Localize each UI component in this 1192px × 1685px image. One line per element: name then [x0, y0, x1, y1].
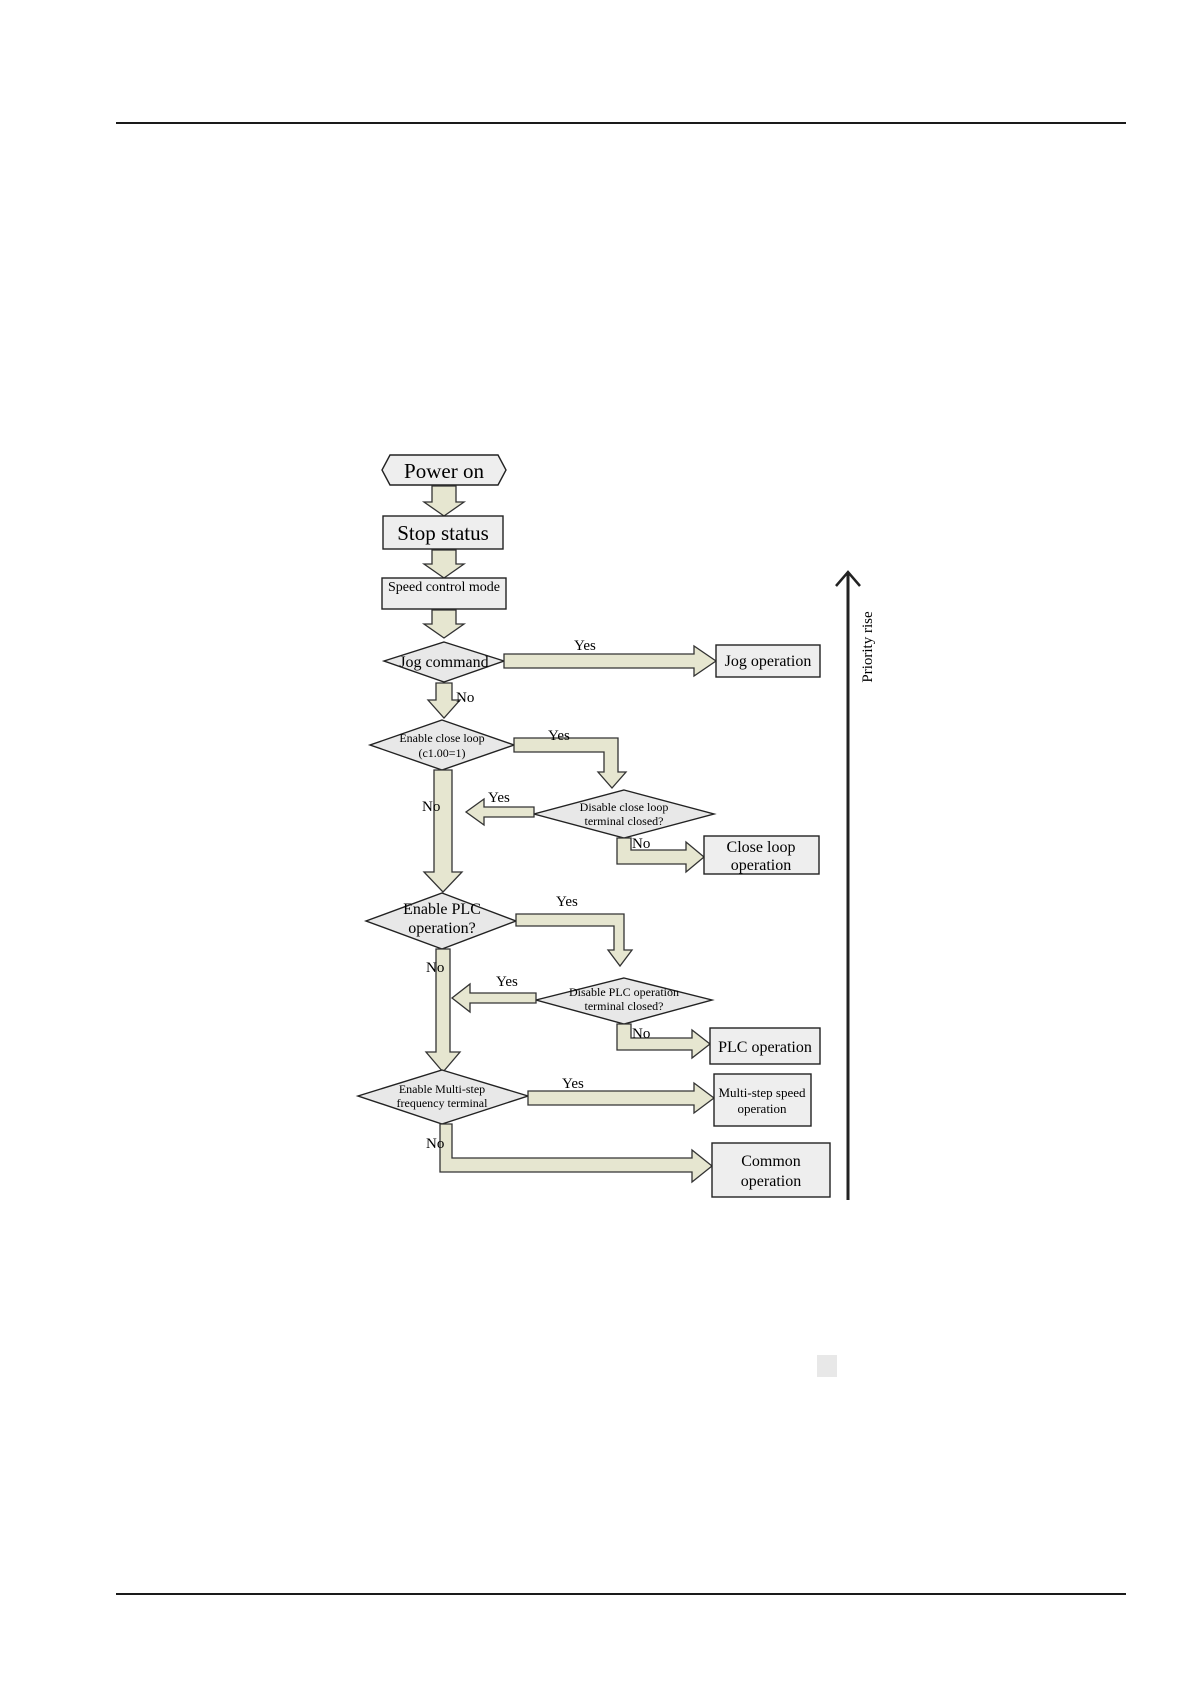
- no-arrow-close-loop: [422, 769, 464, 893]
- plc-q1: Enable PLC: [403, 901, 481, 918]
- common-op1: Common: [741, 1153, 801, 1170]
- stop-status-node: [382, 515, 504, 550]
- power-on-node: [381, 454, 507, 486]
- disable-close-loop-q2: terminal closed?: [585, 814, 664, 828]
- yes-arrow-disable-close-loop: [464, 797, 535, 827]
- common-operation-node: [711, 1142, 831, 1198]
- plc-operation-label: PLC operation: [718, 1039, 812, 1056]
- flow-arrow: [421, 549, 467, 579]
- plc-operation-node: [709, 1027, 821, 1065]
- speed-control-node: [381, 577, 507, 610]
- speed-control-label: Speed control mode: [388, 580, 500, 595]
- yes-label-disable-plc: Yes: [496, 974, 518, 990]
- yes-arrow-close-loop: [513, 737, 628, 789]
- no-label-multistep: No: [426, 1136, 444, 1152]
- jog-operation-label: Jog operation: [725, 653, 812, 670]
- close-loop-operation-node: [703, 835, 820, 875]
- no-arrow-plc: [424, 948, 462, 1074]
- disable-close-loop-q1: Disable close loop: [580, 800, 669, 814]
- common-op2: operation: [741, 1173, 801, 1190]
- yes-label-plc: Yes: [556, 894, 578, 910]
- multistep-q1: Enable Multi-step: [399, 1082, 485, 1096]
- close-loop-q2: (c1.00=1): [418, 746, 465, 760]
- yes-label-close-loop: Yes: [548, 728, 570, 744]
- close-loop-q1: Enable close loop: [399, 731, 484, 745]
- no-arrow-disable-close-loop: [616, 837, 706, 874]
- no-arrow-jog: [426, 682, 462, 719]
- close-loop-decision: [367, 719, 517, 771]
- jog-operation-node: [715, 644, 821, 678]
- disable-plc-q1: Disable PLC operation: [569, 985, 679, 999]
- yes-arrow-plc: [515, 913, 634, 968]
- plc-q2: operation?: [408, 920, 476, 937]
- footer-rule: [116, 1593, 1126, 1595]
- no-label-jog: No: [456, 690, 474, 706]
- stop-status-label: Stop status: [397, 521, 489, 545]
- yes-label-disable-close-loop: Yes: [488, 790, 510, 806]
- close-loop-op2: operation: [731, 857, 791, 874]
- page-marker: [817, 1355, 837, 1377]
- close-loop-op1: Close loop: [727, 839, 796, 856]
- no-label-plc: No: [426, 960, 444, 976]
- multistep-op2: operation: [737, 1101, 787, 1116]
- yes-label-multistep: Yes: [562, 1076, 584, 1092]
- multistep-operation-node: [713, 1073, 812, 1127]
- yes-arrow-multistep: [527, 1081, 716, 1115]
- yes-arrow-jog: [503, 644, 718, 678]
- no-arrow-multistep: [439, 1123, 714, 1184]
- priority-arrowhead: [835, 570, 861, 587]
- multistep-op1: Multi-step speed: [718, 1085, 806, 1100]
- priority-label: Priority rise: [860, 611, 876, 683]
- flow-arrow: [421, 485, 467, 517]
- no-arrow-disable-plc: [616, 1023, 712, 1060]
- multistep-q2: frequency terminal: [397, 1096, 489, 1110]
- no-label-disable-close-loop: No: [632, 836, 650, 852]
- header-rule: [116, 122, 1126, 124]
- yes-arrow-disable-plc: [450, 982, 537, 1014]
- power-on-label: Power on: [404, 459, 484, 483]
- jog-command-label: Jog command: [399, 654, 488, 671]
- flow-arrow: [421, 609, 467, 639]
- speed-control-line: Speed control mode: [388, 580, 500, 595]
- no-label-disable-plc: No: [632, 1026, 650, 1042]
- yes-label-jog: Yes: [574, 638, 596, 654]
- jog-command-decision: [381, 641, 507, 683]
- no-label-close-loop: No: [422, 799, 440, 815]
- disable-plc-q2: terminal closed?: [585, 999, 664, 1013]
